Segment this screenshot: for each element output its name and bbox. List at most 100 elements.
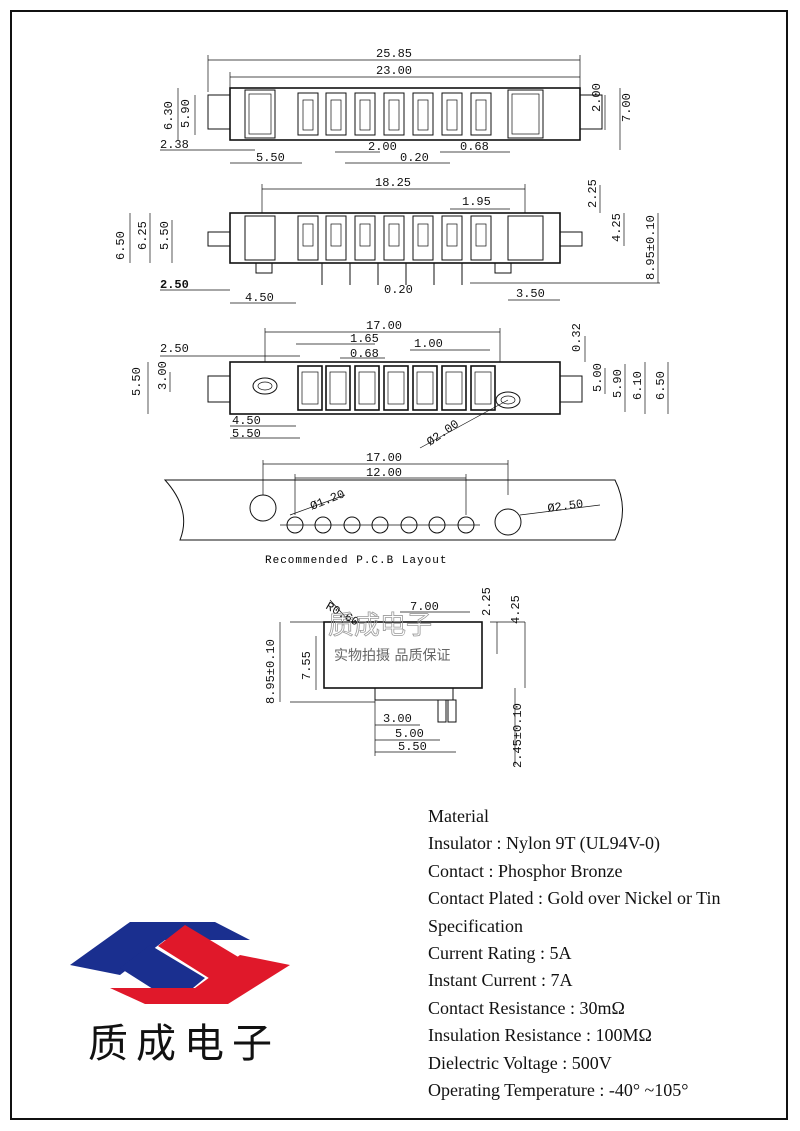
top-dim-4-50: 4.50 <box>232 414 261 428</box>
side-dim-1-95: 1.95 <box>462 195 491 209</box>
side-slot <box>412 215 434 261</box>
pcb-dim-17-00: 17.00 <box>366 451 402 465</box>
spec-panel: Material Insulator : Nylon 9T (UL94V-0) … <box>428 803 788 1104</box>
front-slot <box>383 92 405 136</box>
front-slot-inner <box>359 99 371 131</box>
side-slot-inner <box>388 223 400 247</box>
top-cell-inner <box>387 371 405 405</box>
side-dim-2-50: 2.50 <box>160 278 189 292</box>
front-slot <box>325 92 347 136</box>
top-dim-5-90: 5.90 <box>611 369 625 398</box>
front-slot <box>354 92 376 136</box>
instant-current-spec: Instant Current : 7A <box>428 970 573 991</box>
side-slot <box>383 215 405 261</box>
top-dim-3-00: 3.00 <box>156 361 170 390</box>
end-dim-8-95: 8.95±0.10 <box>264 639 278 704</box>
operating-temperature-spec: Operating Temperature : -40° ~105° <box>428 1080 689 1101</box>
side-slot-inner <box>417 223 429 247</box>
front-slot-inner <box>446 99 458 131</box>
end-dim-3-00: 3.00 <box>383 712 412 726</box>
top-cell <box>441 365 467 411</box>
top-cell-inner <box>329 371 347 405</box>
side-dim-8-95: 8.95±0.10 <box>644 215 658 280</box>
side-slot <box>325 215 347 261</box>
top-cell <box>354 365 380 411</box>
top-cell <box>325 365 351 411</box>
top-cell <box>297 365 323 411</box>
front-dim-2-38: 2.38 <box>160 138 189 152</box>
side-dim-6-25: 6.25 <box>136 221 150 250</box>
top-dim-dia-2-00: Ø2.00 <box>424 417 462 449</box>
current-rating-spec: Current Rating : 5A <box>428 943 572 964</box>
front-dim-5-90: 5.90 <box>179 99 193 128</box>
top-dim-2-50: 2.50 <box>160 342 189 356</box>
top-dim-5-50: 5.50 <box>130 367 144 396</box>
side-dim-4-50: 4.50 <box>245 291 274 305</box>
insulation-resistance-spec: Insulation Resistance : 100MΩ <box>428 1025 652 1046</box>
contact-plated-spec: Contact Plated : Gold over Nickel or Tin <box>428 888 721 909</box>
top-cell <box>412 365 438 411</box>
specification-heading: Specification <box>428 915 523 936</box>
sheet-border <box>10 10 788 1120</box>
front-slot-inner <box>388 99 400 131</box>
side-slot-inner <box>446 223 458 247</box>
side-slot <box>297 215 319 261</box>
top-cell-inner <box>416 371 434 405</box>
top-dim-0-32: 0.32 <box>570 323 584 352</box>
side-slot-inner <box>475 223 487 247</box>
side-slot <box>470 215 492 261</box>
end-dim-2-25: 2.25 <box>480 587 494 616</box>
side-dim-2-25: 2.25 <box>586 179 600 208</box>
end-dim-2-45: 2.45±0.10 <box>511 703 525 768</box>
front-slot <box>441 92 463 136</box>
insulator-spec: Insulator : Nylon 9T (UL94V-0) <box>428 833 660 854</box>
front-dim-7-00: 7.00 <box>620 93 634 122</box>
top-dim-17-00: 17.00 <box>366 319 402 333</box>
dielectric-voltage-spec: Dielectric Voltage : 500V <box>428 1052 612 1073</box>
top-dim-1-00: 1.00 <box>414 337 443 351</box>
front-dim-6-30: 6.30 <box>162 101 176 130</box>
pcb-caption: Recommended P.C.B Layout <box>265 555 447 567</box>
top-cell <box>470 365 496 411</box>
front-slot <box>470 92 492 136</box>
side-slot <box>354 215 376 261</box>
end-view: R0.60 7.00 2.25 4.25 8.95±0.10 7.55 3.00… <box>264 587 526 768</box>
front-slot-inner <box>330 99 342 131</box>
end-dim-7-00: 7.00 <box>410 600 439 614</box>
top-cell-inner <box>445 371 463 405</box>
pcb-dim-dia-1-20: Ø1.20 <box>308 487 347 513</box>
top-dim-5-50b: 5.50 <box>232 427 261 441</box>
end-dim-4-25: 4.25 <box>509 595 523 624</box>
front-dim-0-68: 0.68 <box>460 140 489 154</box>
front-dim-25-85: 25.85 <box>376 47 412 61</box>
side-slot-inner <box>330 223 342 247</box>
front-slot-inner <box>475 99 487 131</box>
top-view: 17.00 1.65 1.00 2.50 0.68 0.32 5.50 3.00… <box>130 319 669 449</box>
side-dim-18-25: 18.25 <box>375 176 411 190</box>
side-slot-inner <box>359 223 371 247</box>
front-slot <box>412 92 434 136</box>
side-slot <box>441 215 463 261</box>
contact-spec: Contact : Phosphor Bronze <box>428 860 623 881</box>
top-cell <box>383 365 409 411</box>
side-dim-0-20: 0.20 <box>384 283 413 297</box>
side-dim-6-50: 6.50 <box>114 231 128 260</box>
side-slot-inner <box>302 223 314 247</box>
side-view: 18.25 1.95 2.25 6.50 6.25 5.50 4.25 8.95… <box>114 176 660 305</box>
watermark-title: 质成电子 <box>328 611 432 641</box>
pcb-dim-dia-2-50: Ø2.50 <box>547 497 585 516</box>
front-dim-2-00b: 2.00 <box>368 140 397 154</box>
top-cell-inner <box>474 371 492 405</box>
side-dim-3-50: 3.50 <box>516 287 545 301</box>
pcb-layout: 17.00 12.00 Ø1.20 Ø2.50 Recommended P.C.… <box>163 451 623 567</box>
side-dim-4-25: 4.25 <box>610 213 624 242</box>
material-heading: Material <box>428 806 489 826</box>
top-dim-0-68: 0.68 <box>350 347 379 361</box>
end-dim-5-00: 5.00 <box>395 727 424 741</box>
contact-resistance-spec: Contact Resistance : 30mΩ <box>428 997 625 1018</box>
front-slot-inner <box>417 99 429 131</box>
top-dim-6-10: 6.10 <box>631 371 645 400</box>
pcb-dim-12-00: 12.00 <box>366 466 402 480</box>
